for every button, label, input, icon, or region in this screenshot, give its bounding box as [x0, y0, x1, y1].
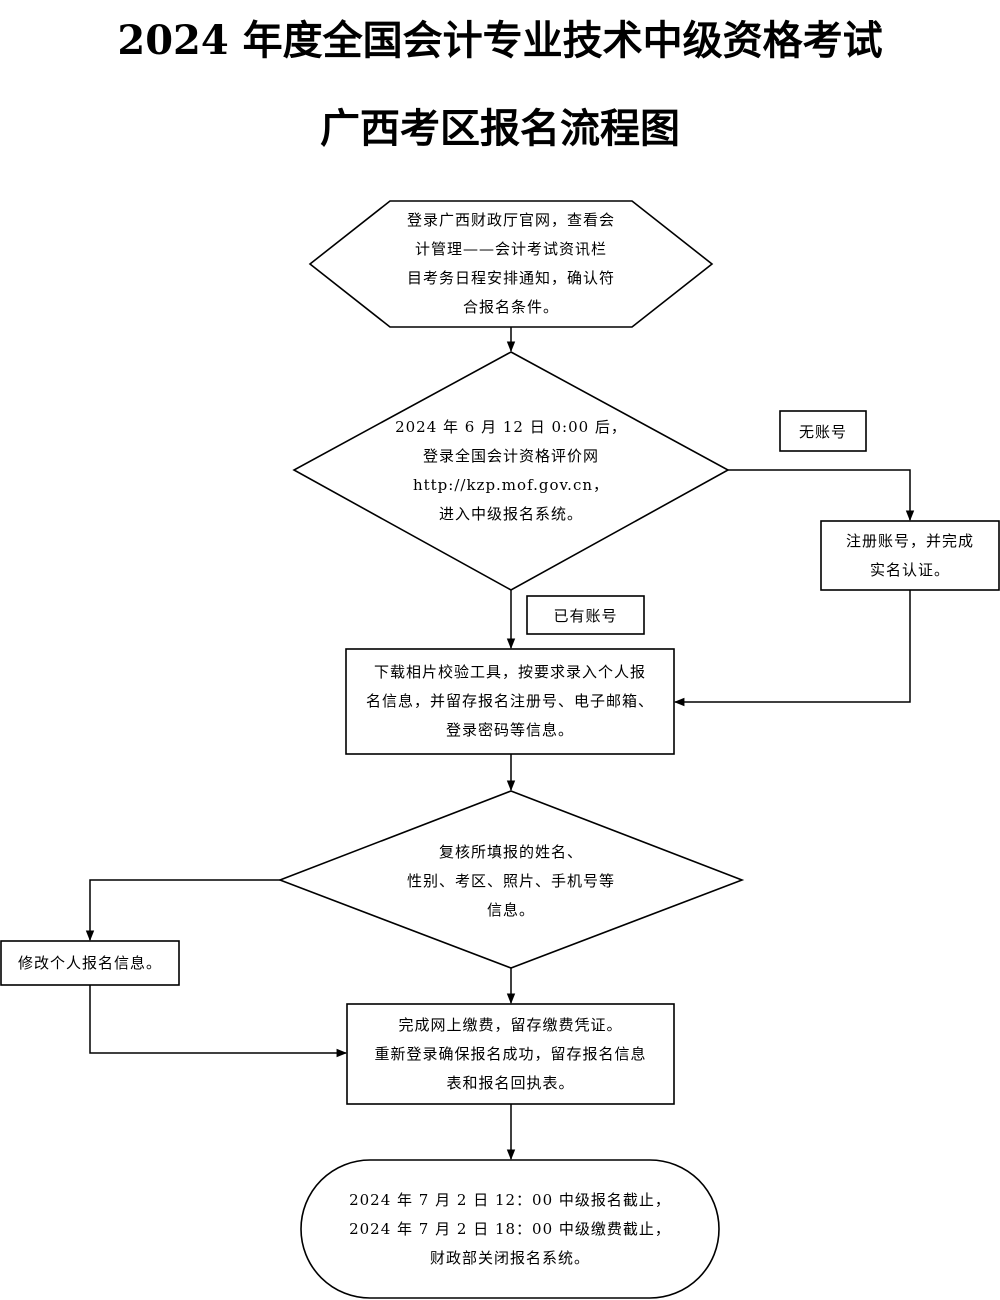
- text-line: 登录全国会计资格评价网: [422, 447, 599, 465]
- start-node-text: 登录广西财政厅官网，查看会计管理——会计考试资讯栏目考务日程安排通知，确认符合报…: [340, 203, 682, 325]
- text-line: 表和报名回执表。: [446, 1073, 575, 1092]
- arrow-modify-to-pay: [89, 985, 348, 1058]
- end-node-text: 2024 年 7 月 2 日 12：00 中级报名截止， 2024 年 7 月 2…: [301, 1170, 719, 1288]
- review-node-text: 复核所填报的姓名、性别、考区、照片、手机号等信息。: [370, 835, 652, 927]
- text-line: 计管理——会计考试资讯栏: [414, 240, 607, 258]
- page-title-line-1: 2024 年度全国会计专业技术中级资格考试: [117, 17, 883, 64]
- text-line: 登录广西财政厅官网，查看会: [406, 211, 615, 229]
- text-line: 目考务日程安排通知，确认符: [406, 269, 615, 287]
- page-title-line-2: 广西考区报名流程图: [320, 105, 680, 152]
- start-hexagon: [308, 200, 714, 328]
- text-line: 下载相片校验工具，按要求录入个人报: [373, 663, 646, 681]
- text-line: 重新登录确保报名成功，留存报名信息: [374, 1044, 647, 1063]
- text-line: 信息。: [486, 900, 535, 919]
- text-line: http://kzp.mof.gov.cn，: [412, 476, 610, 494]
- no-account-label: 无账号: [798, 422, 847, 441]
- arrow-review-to-modify: [85, 879, 280, 942]
- text-line: 进入中级报名系统。: [438, 505, 583, 523]
- text-line: 注册账号，并完成: [845, 531, 974, 550]
- text-line: 完成网上缴费，留存缴费凭证。: [398, 1015, 623, 1034]
- text-line: 2024 年 7 月 2 日 18：00 中级缴费截止，: [349, 1219, 671, 1238]
- download-node-text: 下载相片校验工具，按要求录入个人报名信息，并留存报名注册号、电子邮箱、登录密码等…: [346, 649, 674, 754]
- text-line: 名信息，并留存报名注册号、电子邮箱、: [365, 692, 654, 710]
- register-node-text: 注册账号，并完成实名认证。: [821, 521, 999, 590]
- text-line: 性别、考区、照片、手机号等: [406, 871, 615, 890]
- arrow-register-to-download: [673, 590, 911, 707]
- login-node-text: 2024 年 6 月 12 日 0:00 后， 登录全国会计资格评价网 http:/…: [360, 412, 662, 530]
- text-line: 登录密码等信息。: [445, 721, 574, 739]
- text-line: 修改个人报名信息。: [17, 953, 162, 972]
- has-account-label: 已有账号: [553, 606, 618, 625]
- has-account-label-box: [526, 595, 645, 635]
- text-line: 复核所填报的姓名、: [438, 842, 583, 861]
- download-box: [345, 648, 675, 755]
- modify-box: [0, 940, 180, 986]
- text-line: 实名认证。: [869, 560, 950, 579]
- arrow-login-to-register: [728, 469, 915, 522]
- text-line: 财政部关闭报名系统。: [429, 1248, 590, 1267]
- register-box: [820, 520, 1000, 591]
- text-line: 2024 年 7 月 2 日 12：00 中级报名截止，: [349, 1190, 671, 1209]
- pay-node-text: 完成网上缴费，留存缴费凭证。重新登录确保报名成功，留存报名信息表和报名回执表。: [347, 1004, 674, 1104]
- modify-node-text: 修改个人报名信息。: [1, 941, 179, 985]
- no-account-label-box: [779, 410, 867, 452]
- text-line: 合报名条件。: [462, 298, 559, 316]
- text-line: 2024 年 6 月 12 日 0:00 后，: [395, 418, 627, 436]
